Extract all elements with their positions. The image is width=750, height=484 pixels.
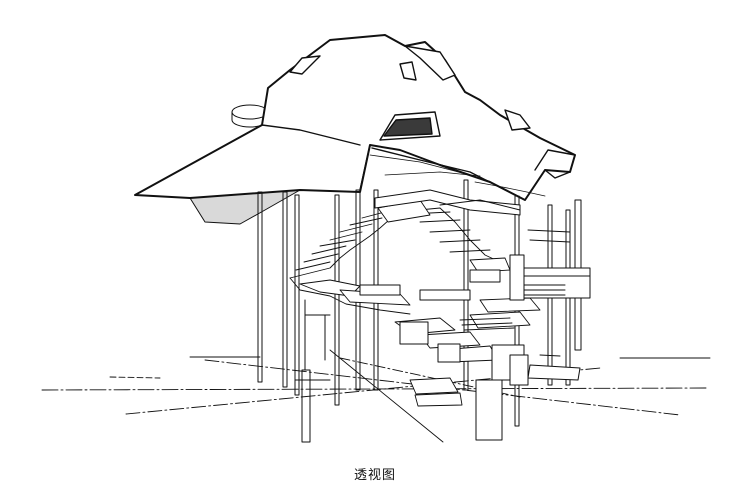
drawing-caption: 透视图	[353, 468, 396, 483]
roof	[134, 34, 576, 201]
base-frame	[294, 299, 331, 381]
central-core	[475, 379, 503, 441]
perspective-guide-lines	[41, 349, 711, 443]
background-wall	[369, 154, 546, 197]
right-cantilever	[509, 229, 591, 381]
columns	[257, 179, 582, 443]
floor-slabs	[359, 189, 529, 386]
spiral-stair	[289, 199, 541, 407]
